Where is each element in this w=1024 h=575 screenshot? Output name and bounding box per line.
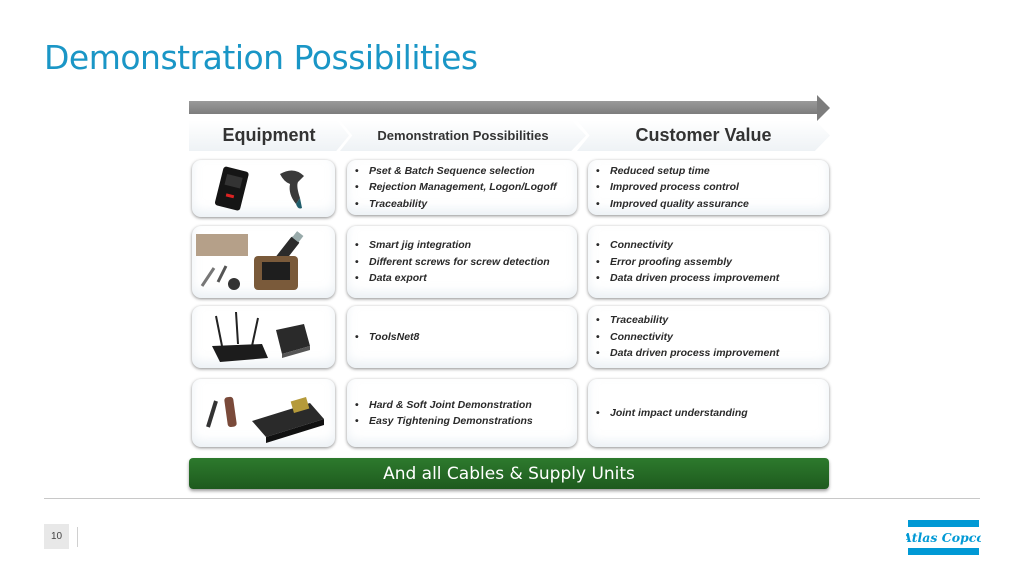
list-item: •ToolsNet8: [355, 330, 420, 343]
equipment-cell-4: [192, 379, 335, 447]
barcode-scanner-icon: [280, 170, 304, 209]
page-number: 10: [44, 524, 69, 549]
card-reader-icon: [214, 166, 249, 211]
equipment-image-3: [212, 311, 310, 362]
footer-banner: And all Cables & Supply Units: [189, 458, 829, 489]
process-arrow-head: [817, 95, 830, 121]
footer-separator: [77, 527, 78, 547]
header-customer-value: Customer Value: [577, 120, 830, 151]
sheet-metal-icon: [196, 234, 248, 256]
list-item: •Easy Tightening Demonstrations: [355, 415, 533, 427]
list-item: •Traceability: [355, 197, 428, 210]
equipment-cell-1: [192, 160, 335, 217]
list-item: •Pset & Batch Sequence selection: [355, 164, 535, 177]
list-item: •Hard & Soft Joint Demonstration: [355, 398, 532, 411]
server-box-icon: [276, 324, 310, 358]
screws-icon: [200, 265, 240, 290]
list-item: •Error proofing assembly: [596, 255, 732, 268]
process-arrow: [189, 101, 819, 114]
joint-simulator-icon: [252, 397, 324, 443]
list-item: •Smart jig integration: [355, 239, 472, 252]
value-cell-2: •Connectivity •Error proofing assembly •…: [588, 226, 829, 298]
list-item: •Improved process control: [596, 181, 739, 194]
demo-cell-2: •Smart jig integration •Different screws…: [347, 226, 577, 298]
list-item: •Traceability: [596, 314, 669, 327]
wifi-router-icon: [212, 311, 268, 362]
bits-sockets-icon: [206, 396, 237, 428]
list-item: •Data export: [355, 272, 427, 285]
page-title: Demonstration Possibilities: [44, 38, 478, 77]
list-item: •Improved quality assurance: [596, 197, 749, 210]
equipment-cell-3: [192, 306, 335, 368]
value-cell-4: •Joint impact understanding: [588, 379, 829, 447]
equipment-image-2: [196, 231, 304, 290]
value-cell-3: •Traceability •Connectivity •Data driven…: [588, 306, 829, 368]
list-item: •Rejection Management, Logon/Logoff: [355, 181, 557, 194]
jig-icon: [254, 256, 298, 290]
equipment-cell-2: [192, 226, 335, 298]
footer-divider: [44, 498, 980, 499]
list-item: •Joint impact understanding: [596, 406, 748, 419]
list-item: •Data driven process improvement: [596, 347, 780, 360]
list-item: •Reduced setup time: [596, 164, 710, 177]
header-demonstration: Demonstration Possibilities: [340, 120, 586, 151]
demo-cell-4: •Hard & Soft Joint Demonstration •Easy T…: [347, 379, 577, 447]
list-item: •Data driven process improvement: [596, 272, 780, 285]
demo-cell-3: •ToolsNet8: [347, 306, 577, 368]
atlas-copco-logo: Atlas Copco: [906, 520, 981, 555]
svg-text:Atlas Copco: Atlas Copco: [906, 530, 981, 545]
equipment-image-4: [206, 396, 324, 443]
header-equipment: Equipment: [189, 120, 349, 151]
list-item: •Different screws for screw detection: [355, 255, 550, 268]
demo-cell-1: •Pset & Batch Sequence selection •Reject…: [347, 160, 577, 215]
list-item: •Connectivity: [596, 239, 674, 252]
value-cell-1: •Reduced setup time •Improved process co…: [588, 160, 829, 215]
list-item: •Connectivity: [596, 330, 674, 343]
